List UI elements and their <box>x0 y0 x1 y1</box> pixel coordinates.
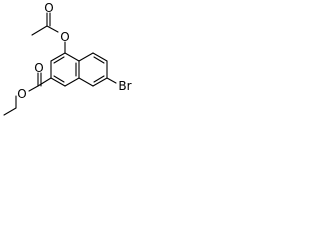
ester-attach-bond <box>37 77 52 87</box>
ring-bond <box>50 52 66 62</box>
bromine-bond <box>106 77 117 84</box>
ring-bond <box>78 77 94 87</box>
acetyl-group <box>31 12 66 54</box>
ring-bond <box>64 52 80 62</box>
naphthalene-left-ring <box>50 52 80 87</box>
ring-bond <box>64 77 80 87</box>
acyl-o-bond <box>46 25 59 33</box>
ring-inner-double-bond <box>53 75 65 83</box>
naphthalene-right-ring <box>78 52 108 87</box>
methyl-bond <box>31 25 48 36</box>
atom-label-oxygen: O <box>17 87 26 101</box>
atom-label-oxygen: O <box>34 61 43 75</box>
ring-bond <box>50 77 66 87</box>
ring-bond <box>92 77 108 87</box>
ester-o-bond <box>28 85 39 92</box>
atom-label-bromine: Br <box>118 79 131 93</box>
ring-bond <box>92 52 108 62</box>
chemical-structure-diagram: O O O O Br <box>3 1 132 116</box>
ring-bond <box>78 52 94 62</box>
ethyl-ch3-bond <box>3 107 17 116</box>
ring-inner-double-bond <box>93 75 105 83</box>
ring-inner-double-bond <box>53 56 65 64</box>
atom-label-oxygen: O <box>60 30 69 44</box>
ring-inner-double-bond <box>93 56 105 64</box>
ethyl-ester-group <box>3 72 52 116</box>
atom-label-oxygen: O <box>44 1 53 15</box>
